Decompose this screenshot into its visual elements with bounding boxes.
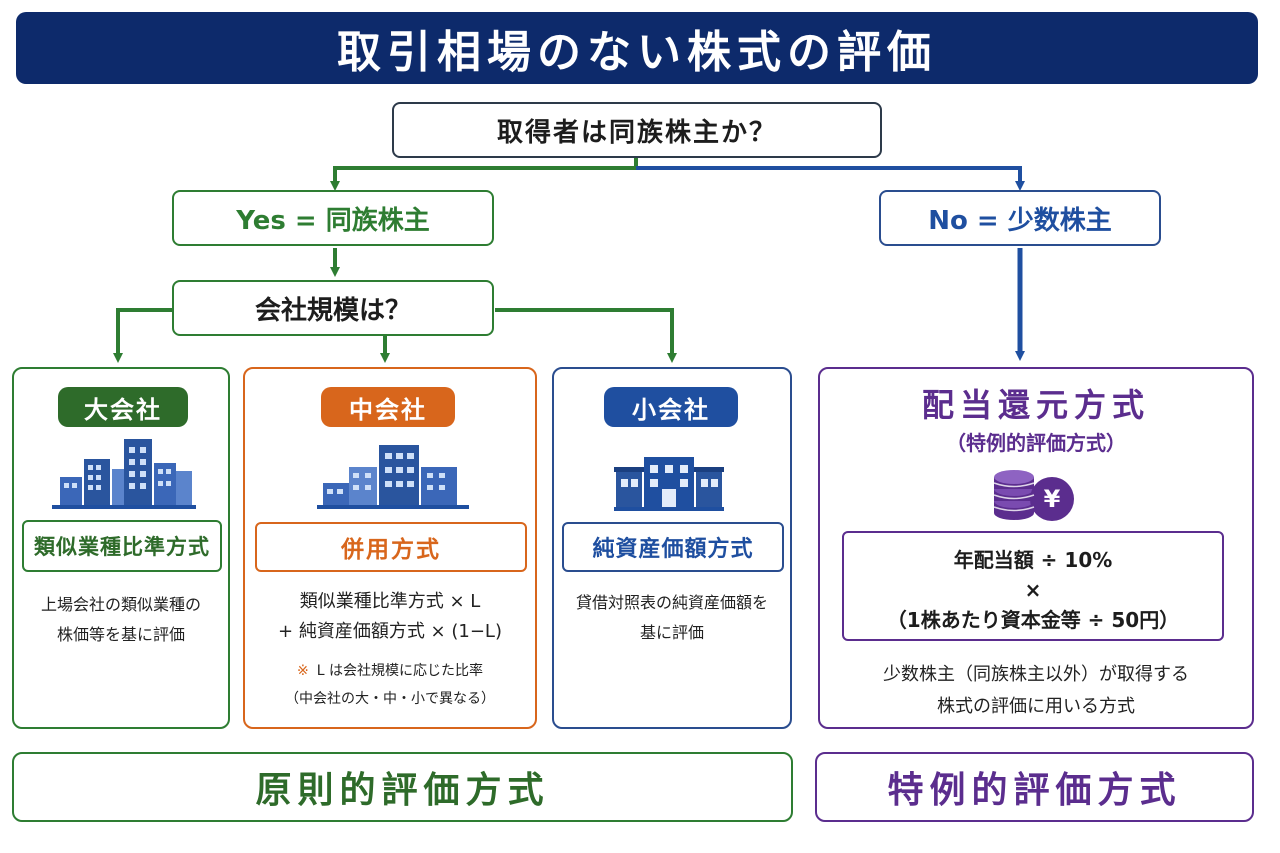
no-box: No = 少数株主	[879, 190, 1161, 246]
question-text: 取得者は同族株主か？	[496, 117, 777, 148]
small-method-box: 純資産価額方式	[562, 522, 784, 572]
yes-label: Yes = 同族株主	[236, 205, 430, 236]
small-company-badge: 小会社	[604, 387, 738, 427]
connector-to-yes	[330, 158, 638, 191]
large-company-badge: 大会社	[58, 387, 188, 427]
large-buildings-icon	[52, 439, 196, 509]
medium-company-badge: 中会社	[321, 387, 455, 427]
medium-buildings-icon	[317, 445, 469, 509]
medium-company-panel: 中会社 併用方式 類似業種比準方式 × L + 純資産価額方式 × (1−L) …	[243, 367, 537, 729]
small-company-panel: 小会社 純資産価額方式 貸借対照表の純資産価額を 基に評価	[552, 367, 792, 729]
small-building-icon	[614, 457, 724, 511]
title-banner: 取引相場のない株式の評価	[16, 12, 1258, 84]
dividend-subtitle: （特例的評価方式）	[946, 430, 1126, 455]
medium-formula: 類似業種比準方式 × L + 純資産価額方式 × (1−L)	[278, 591, 502, 642]
large-method-box: 類似業種比準方式	[22, 520, 222, 572]
no-label: No = 少数株主	[928, 205, 1112, 236]
yen-symbol: ¥	[1044, 485, 1061, 513]
medium-note: ※L は会社規模に応じた比率 （中会社の大・中・小で異なる）	[285, 663, 495, 707]
dividend-title: 配当還元方式	[921, 386, 1150, 424]
connector-to-small	[495, 308, 677, 363]
page-title: 取引相場のない株式の評価	[337, 27, 937, 78]
question-box: 取得者は同族株主か？	[392, 102, 882, 158]
large-description: 上場会社の類似業種の 株価等を基に評価	[40, 595, 201, 644]
large-company-panel: 大会社 類似業種比準方式 上場会社の類似業種の 株価等を基に評価	[12, 367, 230, 729]
connector-to-large	[113, 308, 172, 363]
yes-box: Yes = 同族株主	[172, 190, 494, 246]
size-question-box: 会社規模は？	[172, 280, 494, 336]
coins-yen-icon: ¥	[993, 470, 1074, 521]
size-question-text: 会社規模は？	[254, 295, 411, 326]
special-method-banner: 特例的評価方式	[815, 752, 1254, 822]
connector-to-no	[636, 166, 1025, 191]
dividend-description: 少数株主（同族株主以外）が取得する 株式の評価に用いる方式	[883, 664, 1189, 717]
medium-method-box: 併用方式	[255, 522, 527, 572]
note-mark: ※	[297, 663, 309, 679]
small-description: 貸借対照表の純資産価額を 基に評価	[575, 593, 768, 642]
principle-method-banner: 原則的評価方式	[12, 752, 793, 822]
dividend-method-panel: 配当還元方式 （特例的評価方式） ¥ 年配当額 ÷ 10% × （1株あたり資本…	[818, 367, 1254, 729]
dividend-formula-box: 年配当額 ÷ 10% × （1株あたり資本金等 ÷ 50円）	[842, 531, 1224, 641]
